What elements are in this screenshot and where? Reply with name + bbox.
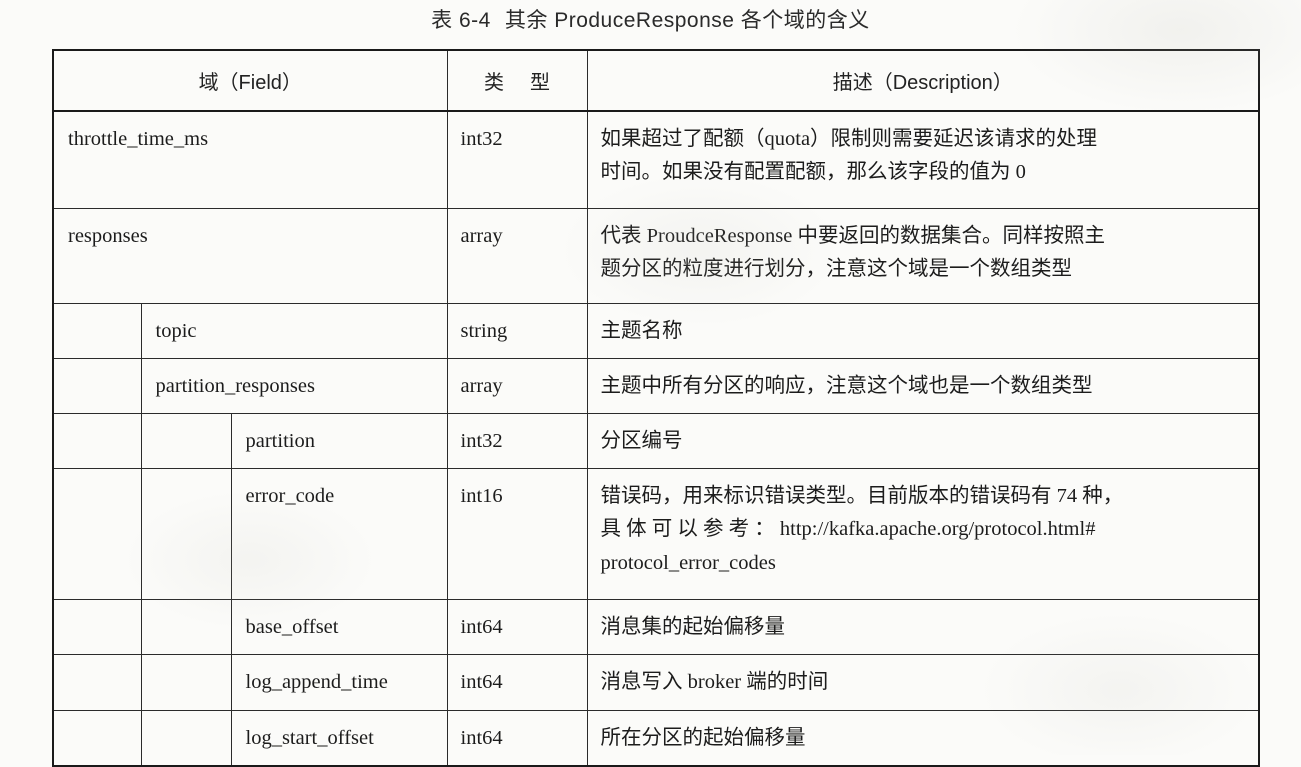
spec-table-container: 域（Field） 类型 描述（Description） throttle_tim…: [52, 49, 1260, 767]
field-type-text: int16: [460, 485, 503, 508]
description-line: 所在分区的起始偏移量: [600, 726, 806, 749]
description-line: 分区编号: [600, 429, 683, 452]
field-type-text: array: [460, 224, 503, 247]
field-type-text: int32: [460, 429, 503, 452]
field-name-cell: log_start_offset: [230, 709, 448, 767]
table-row: log_append_time int64 消息写入 broker 端的时间: [52, 654, 1260, 711]
header-cell-field: 域（Field）: [52, 49, 448, 112]
table-row: log_start_offset int64 所在分区的起始偏移量: [52, 709, 1260, 767]
header-type-left: 类: [484, 72, 504, 94]
field-name-cell: responses: [52, 207, 448, 304]
field-name-cell: throttle_time_ms: [52, 110, 448, 209]
field-description-cell: 所在分区的起始偏移量: [586, 709, 1260, 767]
field-type-cell: array: [446, 207, 588, 304]
field-name-cell: topic: [140, 302, 448, 359]
field-description-cell: 错误码，用来标识错误类型。目前版本的错误码有 74 种， 具 体 可 以 参 考 …: [586, 468, 1260, 601]
field-type-cell: int32: [446, 412, 588, 470]
header-type-right: 型: [530, 72, 550, 94]
field-description-text: 主题名称: [588, 304, 1259, 358]
field-name-text: throttle_time_ms: [68, 128, 209, 150]
indent-cell: [140, 412, 232, 470]
indent-cell: [140, 468, 232, 601]
indent-cell: [140, 654, 232, 711]
field-name-text: error_code: [245, 485, 335, 508]
field-description-text: 主题中所有分区的响应，注意这个域也是一个数组类型: [588, 359, 1259, 413]
field-description-text: 消息集的起始偏移量: [588, 600, 1259, 654]
field-name-text: base_offset: [245, 616, 339, 639]
table-caption-number: 表 6-4: [431, 9, 491, 32]
field-description-cell: 分区编号: [586, 412, 1260, 470]
field-description-text: 分区编号: [588, 414, 1259, 468]
indent-cell: [140, 599, 232, 656]
field-type-cell: array: [446, 357, 588, 414]
description-line: 代表 ProudceResponse 中要返回的数据集合。同样按照主: [600, 224, 1106, 247]
indent-cell: [52, 599, 142, 656]
field-type-text: int64: [460, 616, 503, 639]
field-name-cell: log_append_time: [230, 654, 448, 711]
field-type-cell: string: [446, 302, 588, 359]
description-line: protocol_error_codes: [600, 551, 776, 574]
description-line: 具 体 可 以 参 考 ： http://kafka.apache.org/pr…: [600, 518, 1096, 541]
field-description-cell: 如果超过了配额（quota）限制则需要延迟该请求的处理时间。如果没有配置配额，那…: [586, 110, 1260, 209]
table-caption: 表 6-4 其余 ProduceResponse 各个域的含义: [0, 4, 1301, 34]
description-line: 错误码，用来标识错误类型。目前版本的错误码有 74 种，: [600, 485, 1124, 508]
field-type-cell: int64: [446, 654, 588, 711]
description-line: 消息集的起始偏移量: [600, 616, 786, 639]
table-row: topic string 主题名称: [52, 302, 1260, 359]
field-name-cell: partition: [230, 412, 448, 470]
field-type-text: int32: [460, 128, 503, 150]
field-name-text: partition: [245, 429, 315, 452]
description-line: 主题中所有分区的响应，注意这个域也是一个数组类型: [600, 374, 1093, 397]
field-name-cell: base_offset: [230, 599, 448, 656]
field-description-cell: 消息写入 broker 端的时间: [586, 654, 1260, 711]
table-row: responses array 代表 ProudceResponse 中要返回的数据…: [52, 207, 1260, 304]
field-name-text: log_start_offset: [245, 726, 374, 749]
field-name-text: partition_responses: [155, 374, 315, 397]
field-description-text: 所在分区的起始偏移量: [588, 711, 1259, 765]
field-description-cell: 主题名称: [586, 302, 1260, 359]
table-row: partition int32 分区编号: [52, 412, 1260, 470]
field-description-cell: 主题中所有分区的响应，注意这个域也是一个数组类型: [586, 357, 1260, 414]
indent-cell: [52, 468, 142, 601]
description-line: 如果超过了配额（quota）限制则需要延迟该请求的处理: [600, 128, 1098, 150]
header-cell-type: 类型: [446, 49, 588, 112]
produce-response-fields-table: 域（Field） 类型 描述（Description） throttle_tim…: [52, 49, 1260, 767]
field-description-text: 代表 ProudceResponse 中要返回的数据集合。同样按照主题分区的粒度…: [588, 209, 1259, 296]
field-name-text: responses: [68, 224, 148, 247]
field-name-text: log_append_time: [245, 671, 388, 694]
field-name-text: topic: [155, 319, 197, 342]
field-description-text: 消息写入 broker 端的时间: [588, 655, 1259, 709]
description-line: 消息写入 broker 端的时间: [600, 671, 829, 694]
description-line: 时间。如果没有配置配额，那么该字段的值为 0: [600, 161, 1026, 184]
field-name-cell: error_code: [230, 468, 448, 601]
indent-cell: [52, 357, 142, 414]
header-cell-description: 描述（Description）: [586, 49, 1260, 112]
description-line: 主题名称: [600, 319, 683, 342]
field-description-cell: 消息集的起始偏移量: [586, 599, 1260, 656]
table-row: base_offset int64 消息集的起始偏移量: [52, 599, 1260, 656]
table-caption-text: 其余 ProduceResponse 各个域的含义: [504, 9, 870, 32]
field-type-text: array: [460, 374, 503, 397]
field-type-cell: int32: [446, 110, 588, 209]
description-line: 题分区的粒度进行划分，注意这个域是一个数组类型: [600, 257, 1073, 280]
field-type-cell: int16: [446, 468, 588, 601]
field-description-cell: 代表 ProudceResponse 中要返回的数据集合。同样按照主题分区的粒度…: [586, 207, 1260, 304]
field-type-text: int64: [460, 671, 503, 694]
indent-cell: [52, 654, 142, 711]
field-type-text: string: [460, 319, 508, 342]
field-type-cell: int64: [446, 599, 588, 656]
indent-cell: [52, 412, 142, 470]
field-type-cell: int64: [446, 709, 588, 767]
indent-cell: [52, 302, 142, 359]
field-type-text: int64: [460, 726, 503, 749]
table-row: error_code int16 错误码，用来标识错误类型。目前版本的错误码有 74…: [52, 468, 1260, 601]
indent-cell: [52, 709, 142, 767]
field-description-text: 错误码，用来标识错误类型。目前版本的错误码有 74 种， 具 体 可 以 参 考 …: [588, 469, 1259, 590]
table-row: throttle_time_ms int32 如果超过了配额（quota）限制则需要…: [52, 110, 1260, 209]
field-name-cell: partition_responses: [140, 357, 448, 414]
indent-cell: [140, 709, 232, 767]
table-header-row: 域（Field） 类型 描述（Description）: [52, 49, 1260, 112]
field-description-text: 如果超过了配额（quota）限制则需要延迟该请求的处理时间。如果没有配置配额，那…: [588, 112, 1259, 199]
table-row: partition_responses array 主题中所有分区的响应，注意这个域…: [52, 357, 1260, 414]
